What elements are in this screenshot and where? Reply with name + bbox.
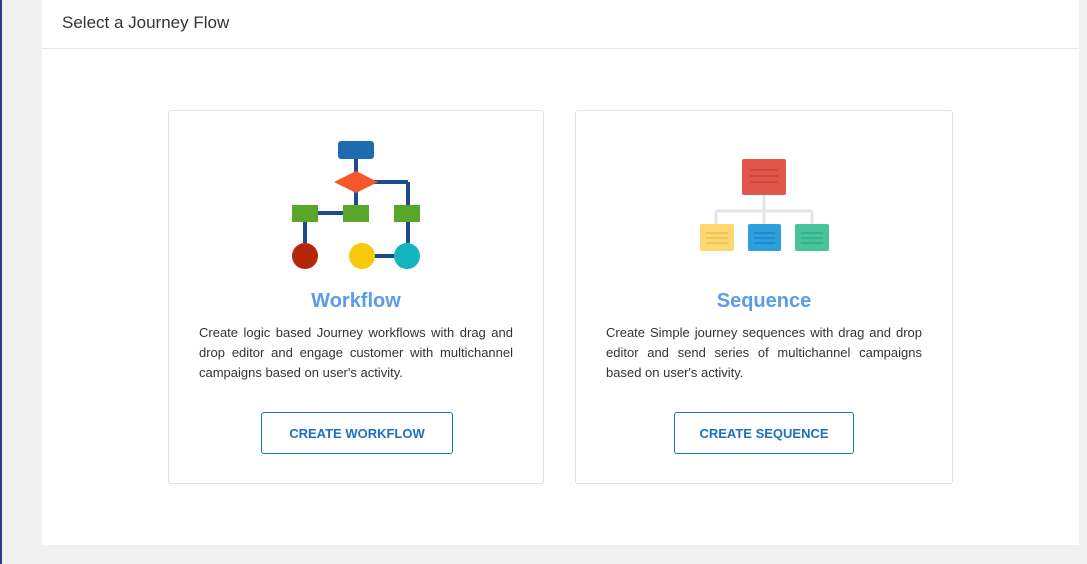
flowchart-icon: [169, 139, 543, 274]
workflow-description: Create logic based Journey workflows wit…: [199, 325, 513, 380]
sequence-card: Sequence Create Simple journey sequences…: [575, 110, 953, 484]
page-title: Select a Journey Flow: [62, 13, 230, 32]
workflow-card: Workflow Create logic based Journey work…: [168, 110, 544, 484]
left-rail: [0, 0, 2, 564]
create-workflow-button[interactable]: CREATE WORKFLOW: [261, 412, 453, 454]
create-sequence-button[interactable]: CREATE SEQUENCE: [674, 412, 854, 454]
workflow-title: Workflow: [311, 290, 401, 312]
panel-header: Select a Journey Flow: [42, 0, 1079, 49]
journey-flow-panel: Select a Journey Flow: [42, 0, 1079, 545]
sequence-description: Create Simple journey sequences with dra…: [606, 325, 922, 380]
hierarchy-icon: [576, 139, 952, 274]
sequence-title: Sequence: [716, 290, 812, 312]
